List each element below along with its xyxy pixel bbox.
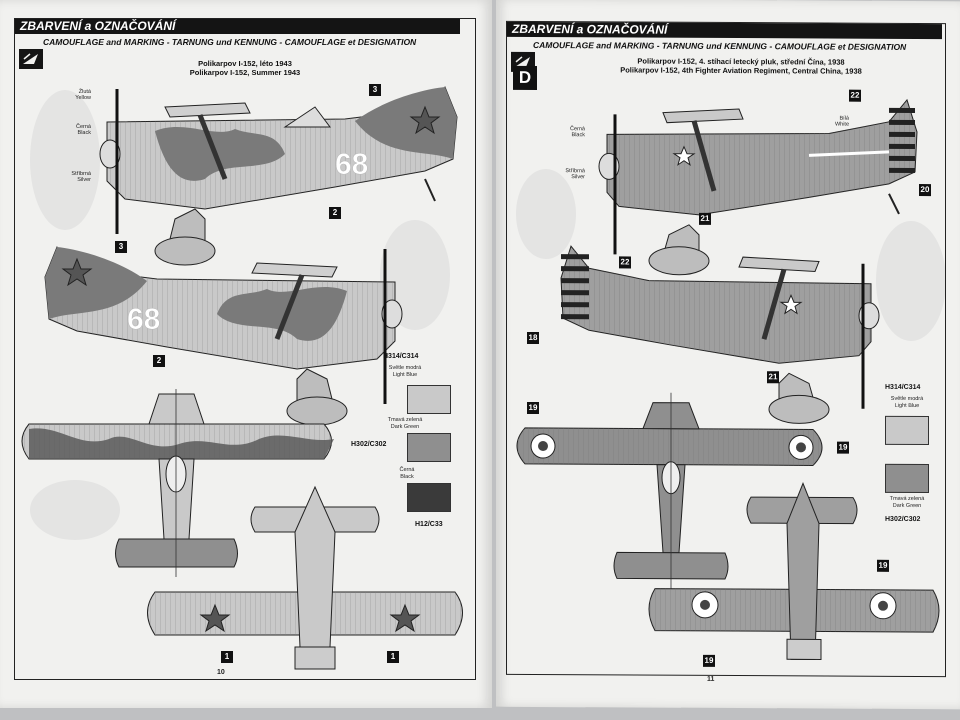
left-profile-starboard: 68	[99, 86, 458, 266]
marker-badge-2: 2	[329, 207, 341, 219]
marker-badge-19a: 19	[527, 401, 539, 415]
scheme-title-czech: Polikarpov I-152, léto 1943	[198, 59, 292, 68]
marker-badge-18: 18	[527, 331, 539, 345]
left-profile-port: 68	[44, 246, 403, 426]
scheme-title-english: Polikarpov I-152, Summer 1943	[189, 68, 301, 77]
swatch-code-black: H12/C33	[415, 521, 443, 528]
marker-badge-19c: 19	[877, 559, 889, 572]
marker-badge-22b: 22	[619, 256, 631, 269]
page-number-right: 11	[707, 675, 715, 683]
marker-badge-21b: 21	[767, 371, 779, 384]
publisher-logo-right	[511, 51, 535, 72]
section-subheader-right: CAMOUFLAGE and MARKING - TARNUNG und KEN…	[533, 39, 907, 52]
swatch-black	[407, 483, 451, 512]
marker-badge-1b: 1	[387, 651, 399, 663]
swatch-code-dark-green: H302/C302	[351, 441, 387, 448]
swatch-code-light-blue-right: H314/C314	[885, 383, 921, 392]
swatch-code-light-blue: H314/C314	[383, 353, 419, 360]
marker-badge-19d: 19	[703, 654, 715, 667]
right-profile-starboard	[598, 98, 918, 276]
right-bottom-view	[516, 392, 823, 591]
section-header: ZBARVENÍ a OZNAČOVÁNÍ	[15, 19, 460, 34]
section-subheader: CAMOUFLAGE and MARKING - TARNUNG und KEN…	[43, 37, 417, 47]
marker-badge-22a: 22	[849, 89, 861, 102]
swatch-code-dark-green-right: H302/C302	[885, 515, 921, 524]
swatch-light-blue	[407, 385, 451, 414]
swatch-dark-green	[407, 433, 451, 462]
left-top-view	[147, 485, 463, 670]
right-top-view	[648, 482, 940, 660]
page-number: 10	[217, 669, 225, 676]
marker-badge-3: 3	[369, 84, 381, 96]
scheme-letter: D	[513, 65, 537, 90]
right-page-frame: ZBARVENÍ a OZNAČOVÁNÍ CAMOUFLAGE and MAR…	[506, 20, 946, 683]
right-profile-port	[560, 245, 880, 424]
right-page: ZBARVENÍ a OZNAČOVÁNÍ CAMOUFLAGE and MAR…	[496, 0, 960, 710]
marker-badge-20: 20	[919, 184, 931, 197]
swatch-light-blue-right	[885, 415, 929, 446]
aircraft-number-2: 68	[127, 303, 160, 336]
marker-badge-19b: 19	[837, 441, 849, 454]
aircraft-number: 68	[335, 148, 368, 181]
section-header-right: ZBARVENÍ a OZNAČOVÁNÍ	[507, 21, 942, 40]
left-bottom-view	[21, 389, 334, 577]
left-page: ZBARVENÍ a OZNAČOVÁNÍ CAMOUFLAGE and MAR…	[0, 0, 492, 708]
marker-badge-1a: 1	[221, 651, 233, 663]
marker-badge-3b: 3	[115, 241, 127, 253]
left-page-frame: ZBARVENÍ a OZNAČOVÁNÍ CAMOUFLAGE and MAR…	[14, 18, 476, 680]
swatch-dark-green-right	[885, 463, 929, 494]
marker-badge-2b: 2	[153, 355, 165, 367]
publisher-logo	[19, 49, 43, 69]
